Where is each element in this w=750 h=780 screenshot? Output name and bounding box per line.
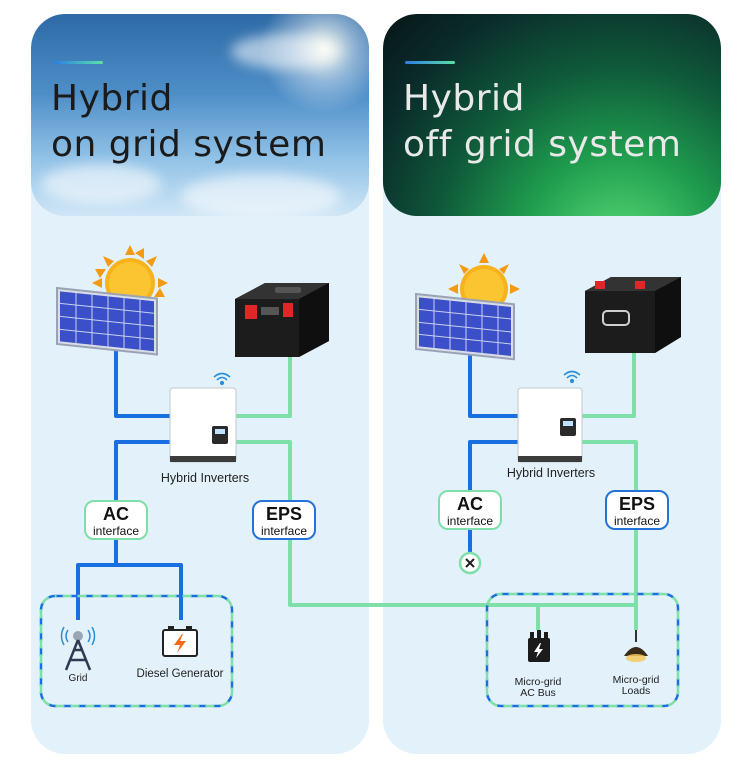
grid-label: Grid: [68, 673, 88, 684]
title-line-1: Hybrid: [403, 78, 525, 119]
battery-to-inverter-wire: [236, 350, 292, 418]
cloud: [181, 174, 341, 216]
inverter-to-ac-wire: [468, 440, 518, 490]
inverter-label: Hybrid Inverters: [160, 471, 250, 485]
eps-subtitle: interface: [260, 524, 308, 538]
disconnect-icon: [458, 551, 482, 575]
cloud: [231, 34, 341, 69]
eps-subtitle: interface: [613, 514, 661, 528]
eps-title: EPS: [265, 504, 303, 524]
battery-to-inverter-wire: [582, 350, 636, 418]
hybrid-inverter-icon: [169, 387, 237, 463]
wifi-icon: [213, 372, 231, 386]
cloud: [41, 164, 161, 204]
diesel-generator-label: Diesel Generator: [136, 668, 224, 680]
microgrid-bus-label: Micro-grid AC Bus: [500, 677, 576, 699]
on-grid-panel: Hybrid on grid system: [31, 14, 369, 754]
hero-title: Hybrid on grid system: [51, 76, 326, 168]
microgrid-bus-line-2: AC Bus: [520, 687, 556, 699]
battery-icon: [235, 283, 329, 357]
solar-to-inverter-wire: [114, 350, 170, 418]
title-line-2: off grid system: [403, 124, 682, 165]
title-accent-line: [405, 61, 455, 64]
hybrid-inverter-icon: [517, 387, 583, 463]
microgrid-loads-line-1: Micro-grid: [612, 674, 660, 686]
solar-panel-icon: [56, 286, 158, 356]
ac-interface-box: AC interface: [438, 490, 502, 530]
battery-icon: [585, 277, 681, 353]
ac-interface-box: AC interface: [84, 500, 148, 540]
inverter-to-ac-wire: [114, 440, 170, 500]
off-grid-panel: Hybrid off grid system: [383, 14, 721, 754]
ac-title: AC: [103, 504, 129, 524]
ac-title: AC: [457, 494, 483, 514]
wifi-icon: [563, 370, 581, 384]
inverter-to-eps-wire: [582, 440, 638, 490]
sky-hero-image: Hybrid on grid system: [31, 14, 369, 216]
eps-interface-box: EPS interface: [252, 500, 316, 540]
title-accent-line: [53, 61, 103, 64]
grid-group-box-alt: [39, 594, 234, 708]
eps-title: EPS: [618, 494, 656, 514]
ac-subtitle: interface: [92, 524, 140, 538]
ac-bus-icon: [528, 630, 550, 662]
microgrid-loads-label: Micro-grid Loads: [598, 675, 674, 697]
grid-tower-icon: [60, 626, 96, 671]
hero-title: Hybrid off grid system: [403, 76, 681, 168]
lamp-icon: [624, 630, 648, 662]
eps-interface-box: EPS interface: [605, 490, 669, 530]
inverter-to-eps-wire: [236, 440, 292, 500]
solar-panel-icon: [415, 292, 515, 361]
title-line-2: on grid system: [51, 124, 327, 165]
ac-to-grid-wire: [76, 540, 118, 620]
microgrid-group-box-alt: [485, 592, 680, 708]
ac-subtitle: interface: [446, 514, 494, 528]
solar-to-inverter-wire: [468, 352, 518, 418]
title-line-1: Hybrid: [51, 78, 173, 119]
inverter-label: Hybrid Inverters: [506, 466, 596, 480]
aurora-hero-image: Hybrid off grid system: [383, 14, 721, 216]
grid-group-box: [39, 594, 234, 708]
eps-to-microgrid-wire: [288, 540, 638, 630]
diesel-generator-icon: [162, 626, 198, 657]
microgrid-loads-line-2: Loads: [621, 685, 651, 697]
ac-to-diesel-wire: [116, 563, 183, 620]
microgrid-bus-line-1: Micro-grid: [514, 676, 562, 688]
